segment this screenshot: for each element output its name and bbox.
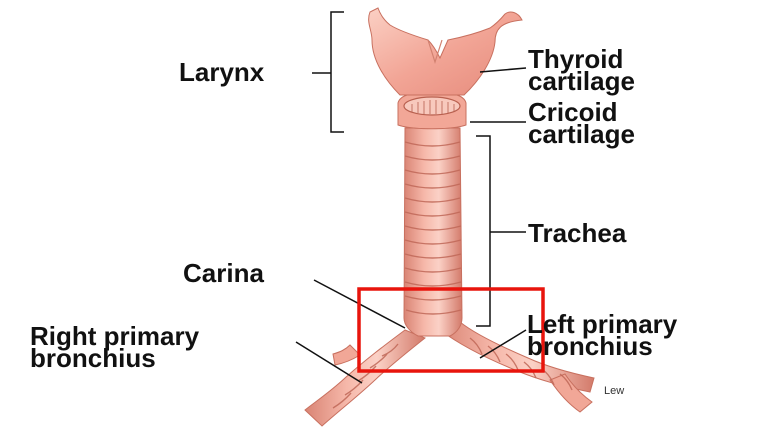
label-trachea: Trachea: [528, 222, 626, 244]
trachea-tube: [404, 128, 462, 336]
label-thyroid-cartilage: Thyroid cartilage: [528, 48, 635, 92]
label-cricoid-line2: cartilage: [528, 123, 635, 145]
larynx-bracket: [331, 12, 344, 132]
thyroid-cartilage-shape: [369, 8, 522, 95]
right-bronchus-branch: [333, 345, 360, 365]
trachea-bracket: [476, 136, 490, 326]
label-carina: Carina: [183, 262, 264, 284]
label-cricoid-cartilage: Cricoid cartilage: [528, 101, 635, 145]
label-thyroid-line2: cartilage: [528, 70, 635, 92]
label-left-primary-bronchus: Left primary bronchius: [527, 313, 677, 357]
right-bronchus-shape: [305, 330, 425, 426]
label-right-primary-bronchus: Right primary bronchius: [30, 325, 199, 369]
label-larynx: Larynx: [179, 61, 264, 83]
artist-signature: Lew: [604, 385, 624, 397]
